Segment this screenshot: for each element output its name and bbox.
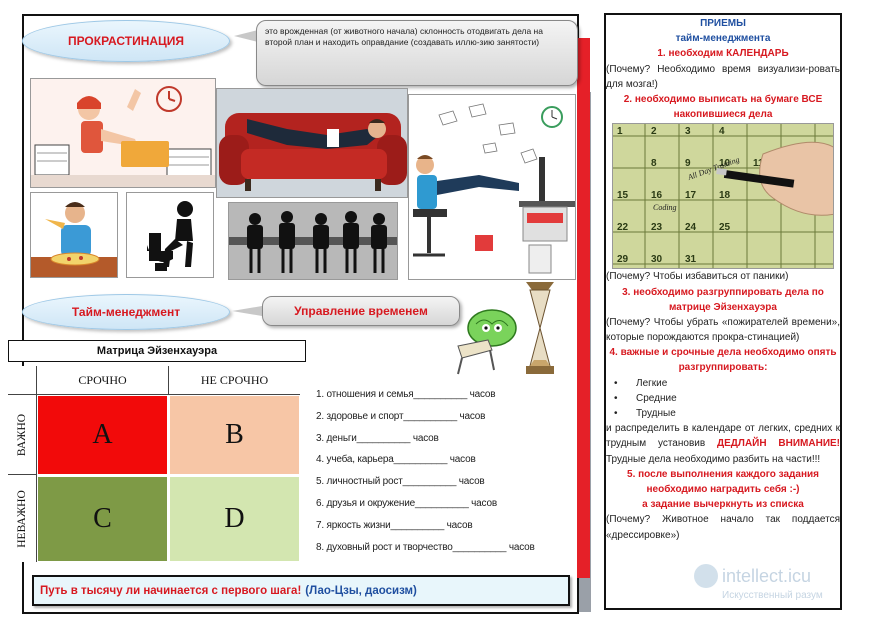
list-item: 2. здоровье и спорт__________ часов bbox=[316, 410, 486, 422]
calendar-number: 11 bbox=[753, 158, 764, 169]
step-2: 2. необходимо выписать на бумаге ВСЕ нак… bbox=[623, 93, 823, 121]
time-management-subtitle: Управление временем bbox=[294, 304, 428, 318]
list-item: 3. деньги__________ часов bbox=[316, 432, 439, 444]
calendar-number: 25 bbox=[719, 222, 731, 233]
techniques-title-2: тайм-менеджмента bbox=[675, 33, 771, 45]
calendar-number: 30 bbox=[651, 254, 663, 265]
watermark: intellect.icu Искусственный разум bbox=[694, 564, 823, 601]
time-management-callout: Управление временем bbox=[262, 296, 460, 326]
calendar-number: 10 bbox=[719, 158, 731, 169]
quote-text: Путь в тысячу ли начинается с первого ша… bbox=[40, 584, 302, 597]
calendar-number: 24 bbox=[685, 222, 697, 233]
illustration-man-at-desk bbox=[408, 94, 576, 280]
calendar-number: 8 bbox=[651, 158, 657, 169]
illustration-people-waiting bbox=[228, 202, 398, 280]
techniques-title-1: ПРИЕМЫ bbox=[700, 18, 746, 29]
illustration-man-on-sofa bbox=[216, 88, 408, 198]
calendar-note: Coding bbox=[653, 203, 677, 212]
watermark-line-2: Искусственный разум bbox=[722, 590, 823, 601]
step-4-text: и распределить в календаре от легких, ср… bbox=[606, 421, 840, 467]
procrastination-bubble: ПРОКРАСТИНАЦИЯ bbox=[22, 20, 230, 62]
calendar-number: 16 bbox=[651, 190, 663, 201]
step-5b: а задание вычеркнуть из списка bbox=[642, 499, 804, 511]
step-4: 4. важные и срочные дела необходимо опят… bbox=[609, 347, 837, 374]
deadline-warning: ДЕДЛАЙН ВНИМАНИЕ! bbox=[717, 438, 841, 450]
illustration-man-on-toilet bbox=[126, 192, 214, 278]
step-1-note: (Почему? Необходимо время визуализи-рова… bbox=[606, 63, 840, 90]
matrix-title-text: Матрица Эйзенхауэра bbox=[96, 345, 218, 357]
matrix-header-not-urgent: НЕ СРОЧНО bbox=[200, 372, 269, 387]
step-4-text-2: Трудные дела необходимо разбить на части… bbox=[606, 453, 821, 465]
watermark-line-1: intellect.icu bbox=[722, 566, 811, 586]
matrix-cell-c: C bbox=[37, 476, 168, 562]
calendar-number: 22 bbox=[617, 222, 629, 233]
level-easy: Легкие bbox=[606, 376, 840, 391]
calendar-number: 29 bbox=[617, 254, 629, 265]
level-medium: Средние bbox=[606, 391, 840, 406]
life-areas-list: 1. отношения и семья__________ часов 2. … bbox=[316, 388, 566, 562]
illustration-procrastinating-woman bbox=[30, 78, 216, 188]
matrix-row-important-label: ВАЖНО bbox=[16, 413, 29, 456]
definition-text: это врожденная (от животного начала) скл… bbox=[265, 26, 543, 48]
callout-tail bbox=[232, 306, 262, 316]
red-accent-bar bbox=[577, 38, 590, 578]
calendar-number: 31 bbox=[685, 254, 697, 265]
step-3-note: (Почему? Чтобы убрать «пожирателей време… bbox=[606, 316, 840, 344]
calendar-number: 15 bbox=[617, 190, 629, 201]
level-hard: Трудные bbox=[606, 406, 840, 421]
illustration-eating-pizza bbox=[30, 192, 118, 278]
matrix-grid-line bbox=[8, 474, 36, 475]
illustration-brain-hourglass bbox=[448, 280, 560, 380]
matrix-grid-line bbox=[168, 366, 169, 394]
definition-callout: это врожденная (от животного начала) скл… bbox=[256, 20, 578, 86]
calendar-number: 17 bbox=[685, 190, 697, 201]
time-management-techniques: ПРИЕМЫ тайм-менеджмента 1. необходим КАЛ… bbox=[606, 16, 840, 543]
calendar-number: 18 bbox=[719, 190, 731, 201]
calendar-number: 9 bbox=[685, 158, 691, 169]
matrix-header-urgent: СРОЧНО bbox=[78, 372, 127, 387]
calendar-number: 2 bbox=[651, 126, 657, 137]
matrix-cell-d: D bbox=[169, 476, 300, 562]
step-5: 5. после выполнения каждого задания необ… bbox=[627, 468, 819, 495]
calendar-number: 3 bbox=[685, 126, 691, 137]
calendar-number: 4 bbox=[719, 126, 725, 137]
list-item: 7. яркость жизни__________ часов bbox=[316, 519, 473, 531]
list-item: 1. отношения и семья__________ часов bbox=[316, 389, 496, 400]
time-management-title: Тайм-менеджмент bbox=[71, 305, 181, 319]
matrix-row-not-important-label: НЕВАЖНО bbox=[16, 489, 28, 548]
matrix-cell-a: A bbox=[37, 395, 168, 475]
calendar-number: 1 bbox=[617, 126, 623, 137]
procrastination-title: ПРОКРАСТИНАЦИЯ bbox=[67, 34, 185, 48]
step-1: 1. необходим КАЛЕНДАРЬ bbox=[657, 48, 789, 60]
matrix-row-not-important: НЕВАЖНО bbox=[8, 475, 36, 562]
time-management-bubble: Тайм-менеджмент bbox=[22, 294, 230, 330]
matrix-cell-b: B bbox=[169, 395, 300, 475]
list-item: 6. друзья и окружение__________ часов bbox=[316, 497, 497, 509]
list-item: 4. учеба, карьера__________ часов bbox=[316, 454, 476, 466]
matrix-row-important: ВАЖНО bbox=[8, 395, 36, 474]
quote-author: (Лао-Цзы, даосизм) bbox=[305, 584, 417, 597]
calendar-illustration: 1 2 3 4 8 9 10 11 15 16 17 18 22 23 24 2… bbox=[612, 123, 834, 270]
step-5-note: (Почему? Животное начало так поддается «… bbox=[606, 514, 840, 541]
list-item: 5. личностный рост__________ часов bbox=[316, 476, 485, 488]
step-3: 3. необходимо разгруппировать дела по ма… bbox=[622, 286, 824, 313]
calendar-number: 23 bbox=[651, 222, 663, 233]
list-item: 8. духовный рост и творчество__________ … bbox=[316, 541, 535, 553]
matrix-grid-line bbox=[8, 394, 300, 395]
eisenhower-matrix: СРОЧНО НЕ СРОЧНО ВАЖНО НЕВАЖНО A B C D bbox=[8, 366, 300, 562]
quote-box: Путь в тысячу ли начинается с первого ша… bbox=[32, 575, 570, 606]
callout-tail bbox=[234, 30, 258, 42]
right-panel bbox=[604, 13, 842, 610]
step-4-text-1: и распределить в календаре от легких, ср… bbox=[606, 423, 840, 450]
step-2-note: (Почему? Чтобы избавиться от паники) bbox=[606, 271, 789, 283]
matrix-title: Матрица Эйзенхауэра bbox=[8, 340, 306, 362]
matrix-grid-line bbox=[36, 366, 37, 562]
